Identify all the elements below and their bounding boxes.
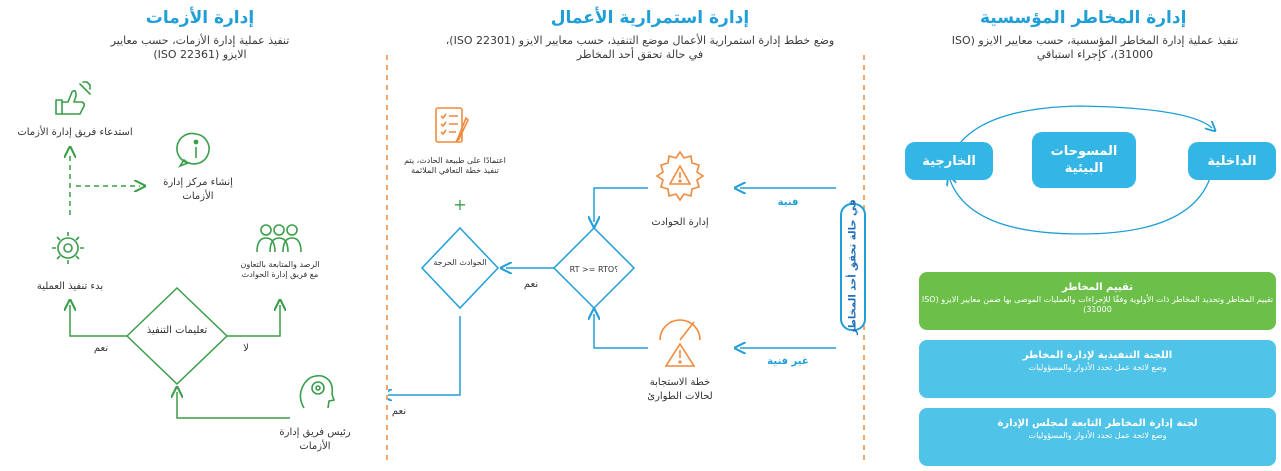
technical-label: فنية: [777, 197, 799, 208]
risk-assessment-title: تقييم المخاطر: [1062, 282, 1133, 293]
board-committee-body: وضع لائحة عمل تحدد الأدوار والمسؤوليات: [1028, 431, 1167, 440]
crisis-flow-arrows: [0, 0, 290, 419]
continuity-yes-bottom-label: نعم: [391, 406, 407, 417]
enterprise-subtitle: تنفيذ عملية إدارة المخاطر المؤسسية، حسب …: [951, 34, 1239, 61]
risk-assessment-card: تقييم المخاطر تقييم المخاطر وتحديد المخا…: [919, 272, 1276, 330]
exec-committee-title: اللجنة التنفيذية لإدارة المخاطر: [1022, 350, 1173, 361]
emergency-plan-label: خطة الاستجابة لحالات الطوارئ: [647, 377, 713, 402]
plus-sign: +: [453, 195, 467, 214]
monitoring-label: الرصد والمتابعة بالتعاون مع فريق إدارة ا…: [240, 260, 320, 279]
continuity-flow-arrows: [388, 0, 836, 471]
create-center-label: إنشاء مركز إدارة الأزمات: [163, 177, 233, 202]
exec-committee-body: وضع لائحة عمل تحدد الأدوار والمسؤوليات: [1028, 363, 1167, 372]
board-committee-card: لجنة إدارة المخاطر التابعة لمجلس الإدارة…: [919, 408, 1276, 466]
gear-process-icon: [52, 232, 84, 264]
checklist-icon: [435, 107, 469, 143]
in-case-risk-tag: في حالة تحقق أحد المخاطر: [840, 199, 866, 335]
external-pill: الخارجية: [905, 142, 993, 180]
info-bubble-icon: [176, 132, 210, 168]
incident-gear-warning-icon: [655, 150, 705, 202]
in-case-risk-text: في حالة تحقق أحد المخاطر: [847, 199, 859, 335]
call-team-icon: [55, 81, 91, 115]
environment-surveys-pill: المسوحات البيئية: [1032, 132, 1136, 188]
board-committee-title: لجنة إدارة المخاطر التابعة لمجلس الإدارة: [997, 418, 1198, 429]
non-technical-label: غير فنية: [767, 356, 809, 367]
risk-assessment-body: تقييم المخاطر وتحديد المخاطر ذات الأولوي…: [921, 295, 1274, 314]
crisis-yes-label: نعم: [93, 343, 109, 354]
recovery-plan-label: اعتمادًا على طبيعة الحادث، يتم تنفيذ خطة…: [404, 156, 506, 175]
gauge-warning-icon: [659, 319, 701, 367]
critical-incidents-label: الحوادث الحرجة: [433, 258, 487, 267]
start-process-label: بدء تنفيذ العملية: [36, 281, 104, 292]
team-head-label: رئيس فريق إدارة الأزمات: [279, 427, 351, 452]
call-team-label: استدعاء فريق إدارة الأزمات: [17, 127, 133, 138]
continuity-subtitle: وضع خطط إدارة استمرارية الأعمال موضع الت…: [445, 34, 835, 61]
incident-mgmt-label: إدارة الحوادث: [651, 217, 709, 228]
team-people-icon: [256, 224, 302, 253]
exec-committee-card: اللجنة التنفيذية لإدارة المخاطر وضع لائح…: [919, 340, 1276, 398]
risk-cycle-ellipse: [930, 105, 1230, 235]
head-gear-icon: [299, 374, 336, 409]
continuity-yes-label: نعم: [523, 279, 539, 290]
crisis-subtitle: تنفيذ عملية إدارة الأزمات، حسب معايير ال…: [110, 34, 290, 61]
continuity-title: إدارة استمرارية الأعمال: [550, 8, 750, 28]
internal-pill: الداخلية: [1188, 142, 1276, 180]
instructions-label: تعليمات التنفيذ: [146, 325, 208, 336]
crisis-no-label: لا: [243, 343, 249, 354]
enterprise-title: إدارة المخاطر المؤسسية: [980, 8, 1187, 28]
crisis-title: إدارة الأزمات: [145, 8, 255, 28]
rt-rto-label: RT >= RTO؟: [569, 265, 619, 274]
